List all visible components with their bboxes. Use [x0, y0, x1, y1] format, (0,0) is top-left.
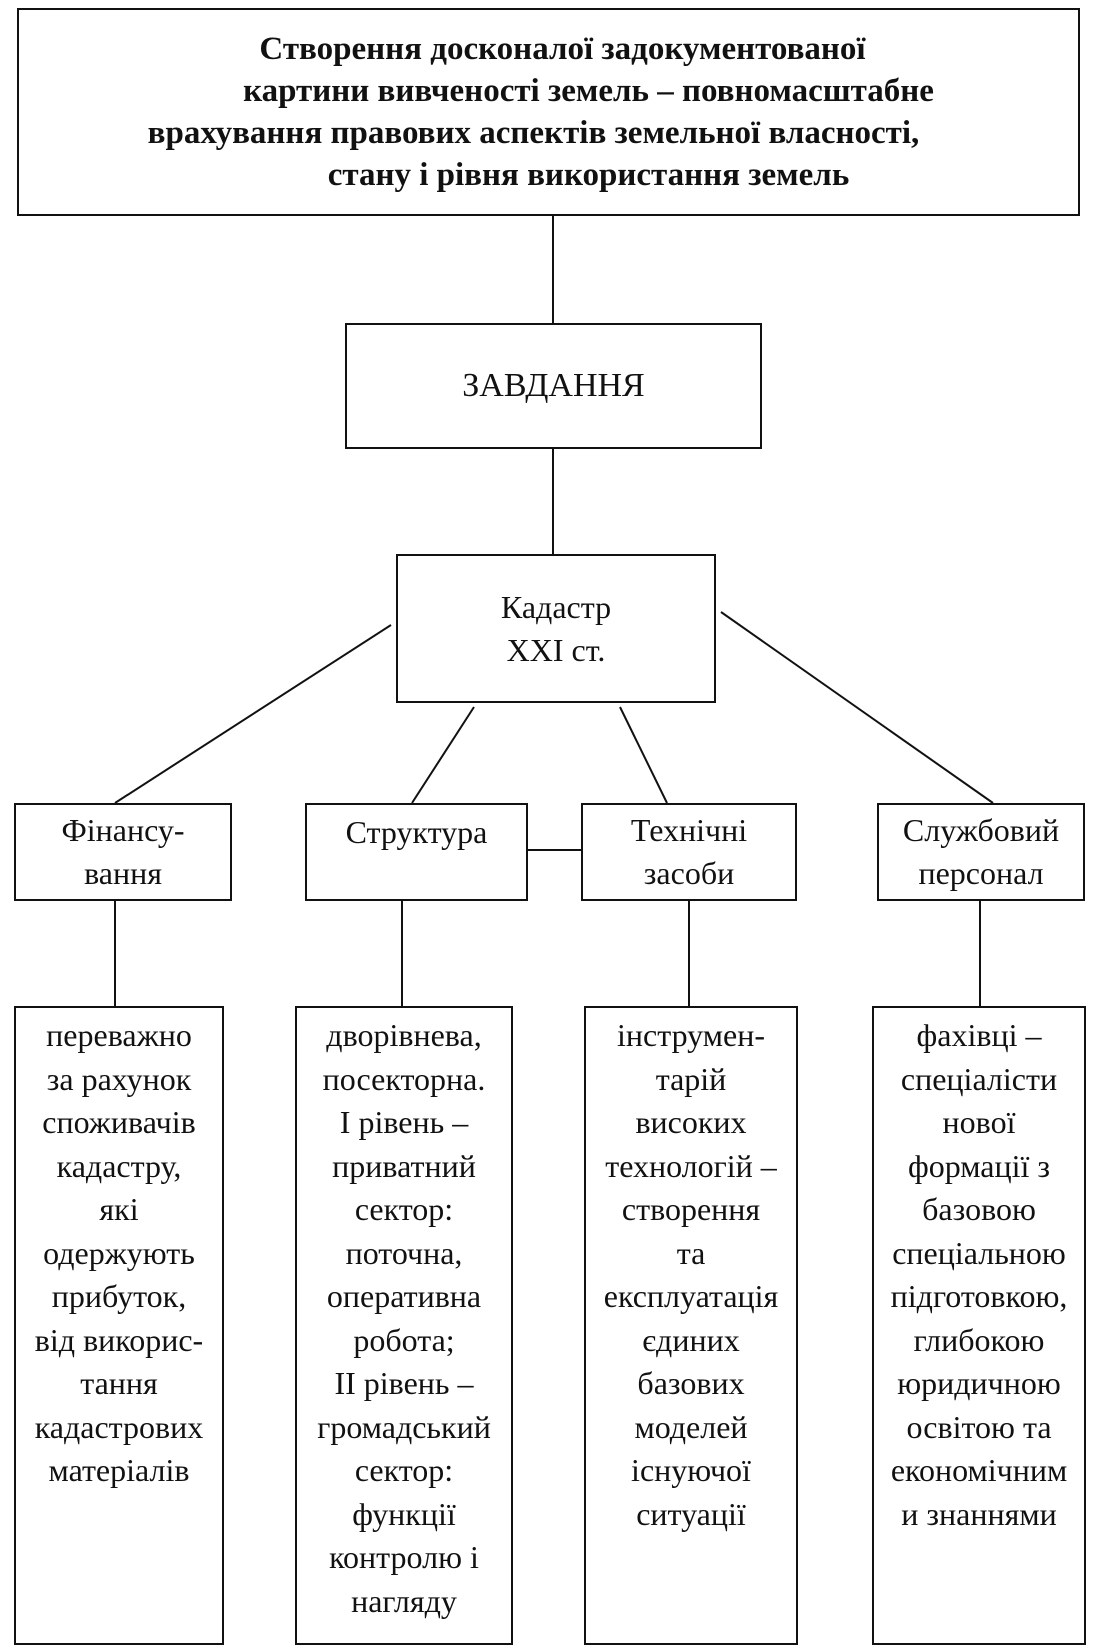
detail-line: та: [676, 1234, 706, 1271]
detail-line: формації з: [907, 1147, 1051, 1184]
detail-line: нової: [942, 1104, 1016, 1140]
goal-line: Створення досконалої задокументованої: [259, 31, 866, 67]
detail-line: базовою: [922, 1191, 1036, 1227]
detail-line: кадастрових: [34, 1408, 204, 1445]
goal-line: врахування правових аспектів земельної в…: [147, 115, 920, 151]
detail-line: експлуатація: [603, 1278, 779, 1314]
category-line: Фінансу-: [61, 812, 185, 848]
detail-line: дворівнева,: [326, 1017, 482, 1053]
detail-line: підготовкою,: [890, 1278, 1068, 1314]
detail-line: тання: [80, 1365, 158, 1401]
detail-line: контролю і: [329, 1539, 479, 1575]
category-finance: Фінансу- вання: [14, 803, 232, 901]
category-line: персонал: [918, 855, 1044, 891]
category-line: Службовий: [902, 812, 1060, 848]
detail-line: інструмен-: [617, 1017, 765, 1053]
detail-line: технологій –: [605, 1147, 777, 1184]
detail-line: створення: [621, 1191, 761, 1227]
detail-line: переважно: [46, 1017, 192, 1053]
detail-line: функції: [352, 1495, 456, 1532]
detail-line: сектор:: [354, 1191, 454, 1227]
category-line: засоби: [643, 855, 735, 891]
detail-line: оперативна: [326, 1278, 482, 1314]
goal-line: картини вивченості земель – повномасштаб…: [243, 73, 934, 109]
detail-line: існуючої: [631, 1452, 751, 1488]
detail-structure: дворівнева, посекторна. I рівень – прива…: [295, 1006, 513, 1645]
detail-line: робота;: [353, 1321, 455, 1358]
detail-line: фахівці –: [916, 1017, 1042, 1053]
detail-line: матеріалів: [48, 1452, 190, 1488]
cadastre-box: Кадастр XXI ст.: [396, 554, 716, 703]
category-structure: Структура: [305, 803, 528, 901]
detail-line: кадастру,: [56, 1147, 182, 1184]
detail-line: громадський: [317, 1408, 491, 1445]
task-label: ЗАВДАННЯ: [462, 367, 645, 404]
detail-line: які: [99, 1191, 139, 1227]
detail-line: за рахунок: [46, 1060, 192, 1097]
detail-staff: фахівці – спеціалісти нової формації з б…: [872, 1006, 1086, 1645]
detail-line: посекторна.: [322, 1060, 486, 1097]
detail-line: приватний: [332, 1147, 476, 1184]
detail-line: сектор:: [354, 1452, 454, 1488]
detail-line: одержують: [43, 1234, 195, 1271]
goal-line: стану і рівня використання земель: [327, 157, 850, 193]
connector-cadastre-structure: [411, 706, 475, 804]
detail-line: спеціальною: [892, 1234, 1066, 1271]
detail-line: єдиних: [642, 1321, 740, 1358]
detail-finance: переважно за рахунок споживачів кадастру…: [14, 1006, 224, 1645]
detail-line: тарій: [655, 1060, 727, 1097]
detail-line: від викорис-: [34, 1321, 204, 1358]
category-line: Структура: [345, 814, 488, 850]
detail-line: нагляду: [351, 1582, 457, 1619]
category-technical-means: Технічні засоби: [581, 803, 797, 901]
detail-line: юридичною: [897, 1365, 1061, 1401]
detail-line: освітою та: [906, 1408, 1052, 1445]
detail-line: I рівень –: [339, 1104, 469, 1140]
goal-box: Створення досконалої задокументованої ка…: [17, 8, 1080, 216]
connector-cadastre-finance: [114, 624, 392, 804]
category-staff: Службовий персонал: [877, 803, 1085, 901]
detail-line: високих: [635, 1104, 747, 1140]
cadastre-line: Кадастр: [500, 588, 612, 625]
detail-line: економічним: [890, 1452, 1068, 1488]
cadastre-line: XXI ст.: [506, 631, 606, 668]
detail-line: спеціалісти: [900, 1060, 1058, 1097]
detail-line: глибокою: [913, 1321, 1045, 1358]
connector-cadastre-tech: [619, 706, 668, 804]
detail-line: прибуток,: [51, 1278, 187, 1314]
task-box: ЗАВДАННЯ: [345, 323, 762, 449]
detail-line: ситуації: [636, 1495, 746, 1532]
connector-cadastre-staff: [720, 611, 994, 804]
detail-line: II рівень –: [334, 1365, 474, 1401]
detail-line: моделей: [634, 1408, 748, 1445]
category-line: вання: [84, 855, 162, 891]
detail-technical-means: інструмен- тарій високих технологій – ст…: [584, 1006, 798, 1645]
detail-line: поточна,: [345, 1234, 463, 1271]
detail-line: и знаннями: [901, 1495, 1057, 1532]
category-line: Технічні: [630, 812, 748, 848]
detail-line: базових: [637, 1365, 745, 1401]
detail-line: споживачів: [42, 1104, 196, 1140]
